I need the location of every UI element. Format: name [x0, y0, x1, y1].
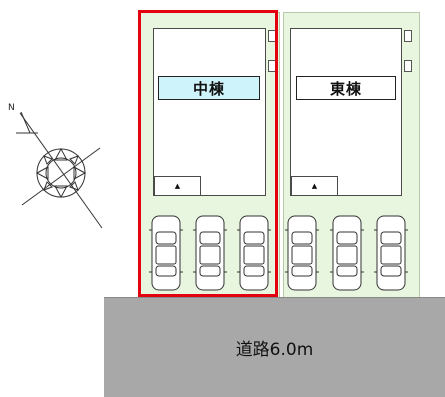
meter-icon: [404, 30, 412, 42]
entrance-middle: ▲: [154, 176, 201, 196]
building-label-middle[interactable]: 中棟: [158, 76, 260, 100]
entrance-east: ▲: [291, 176, 338, 196]
parked-car-icon: [285, 215, 319, 291]
building-middle-outline: [153, 28, 266, 196]
road-label: 道路6.0m: [235, 339, 314, 360]
parked-car-icon: [149, 215, 183, 291]
building-east-outline: [290, 28, 402, 196]
north-label: N: [8, 103, 15, 113]
compass-rose-icon: N: [8, 103, 103, 229]
entrance-arrow-icon: ▲: [174, 182, 181, 190]
parked-car-icon: [193, 215, 227, 291]
road: [104, 297, 445, 397]
entrance-arrow-icon: ▲: [311, 182, 318, 190]
building-label-east[interactable]: 東棟: [296, 76, 396, 100]
parked-car-icon: [330, 215, 364, 291]
parked-car-icon: [374, 215, 408, 291]
meter-icon: [404, 60, 412, 72]
parked-car-icon: [237, 215, 271, 291]
